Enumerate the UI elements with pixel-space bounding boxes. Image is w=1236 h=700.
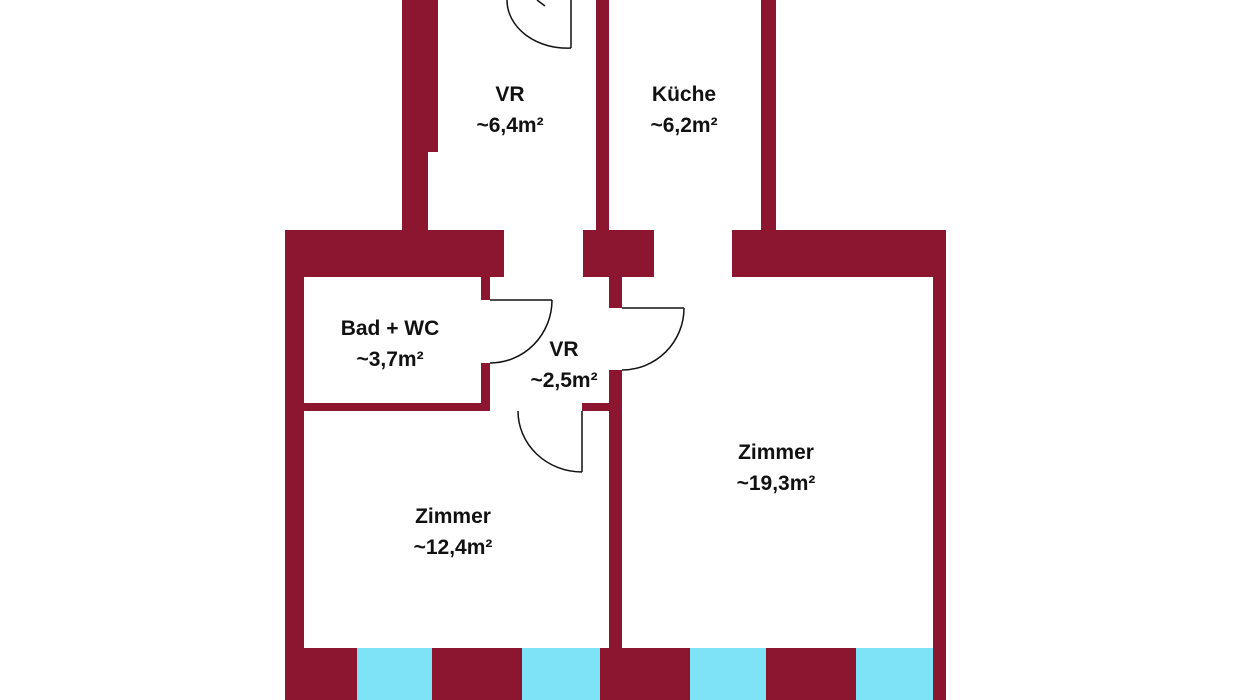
wall-bottom-2	[432, 648, 522, 700]
windows	[357, 648, 933, 700]
wall-bottom-5	[933, 648, 946, 700]
room-name: Zimmer	[738, 441, 814, 464]
door-zimmer-large	[621, 307, 685, 371]
wall-bad-vr-top	[481, 277, 490, 300]
wall-band-right	[732, 230, 946, 277]
door-entrance	[506, 0, 572, 49]
door-bad	[489, 299, 553, 364]
room-area: ~2,5m²	[530, 369, 598, 392]
room-area: ~6,2m²	[650, 114, 718, 137]
room-label-vr-upper: VR ~6,4m²	[476, 79, 543, 141]
room-label-vr-lower: VR ~2,5m²	[530, 334, 597, 396]
walls	[285, 0, 946, 700]
wall-vr-right-top	[609, 277, 622, 308]
room-area: ~12,4m²	[413, 536, 493, 559]
window-4	[856, 648, 933, 700]
door-zimmer-small	[517, 410, 583, 473]
room-area: ~19,3m²	[736, 472, 816, 495]
window-3	[690, 648, 766, 700]
room-label-kueche: Küche ~6,2m²	[650, 79, 717, 141]
room-name: Zimmer	[415, 505, 491, 528]
wall-bad-zimmer	[285, 403, 485, 411]
room-label-zimmer-small: Zimmer ~12,4m²	[414, 501, 493, 563]
window-2	[522, 648, 600, 700]
room-name: Küche	[651, 83, 717, 106]
room-label-bad-wc: Bad + WC ~3,7m²	[341, 313, 440, 375]
wall-bottom-4	[766, 648, 856, 700]
wall-bottom-3	[600, 648, 690, 700]
wall-kueche-right	[761, 0, 776, 232]
wall-zimmer-divider	[609, 370, 622, 650]
wall-band-mid	[583, 230, 654, 277]
doors	[489, 0, 685, 473]
room-name: Bad + WC	[340, 317, 440, 340]
room-label-zimmer-large: Zimmer ~19,3m²	[737, 437, 816, 499]
window-1	[357, 648, 432, 700]
wall-outer-left	[285, 230, 304, 700]
wall-vr-kueche	[596, 0, 609, 232]
wall-vr-left-jog	[402, 0, 438, 152]
room-area: ~6,4m²	[476, 114, 544, 137]
room-name: VR	[495, 83, 525, 106]
wall-bad-vr-bottom	[481, 363, 490, 411]
room-name: VR	[549, 338, 579, 361]
wall-bottom-1	[285, 648, 357, 700]
room-area: ~3,7m²	[356, 348, 424, 371]
wall-vr-zimmer	[582, 403, 622, 411]
wall-band-left	[285, 230, 504, 277]
wall-outer-right	[933, 230, 946, 700]
